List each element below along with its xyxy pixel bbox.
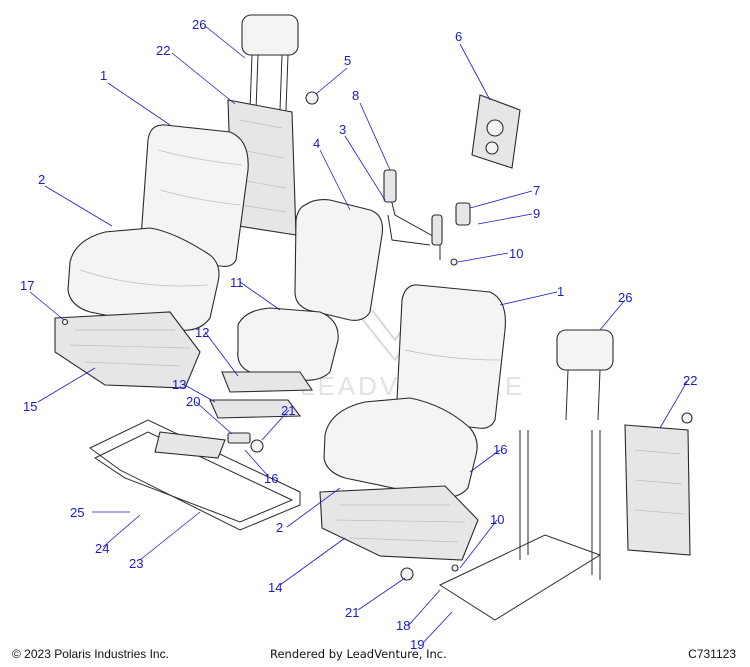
callout-5: 5 [344,53,351,68]
callout-17: 17 [20,278,34,293]
seat-bottom-center [237,307,339,381]
leader-lines [29,25,689,644]
seat-pan-left [54,311,201,389]
seat-back-upper [140,124,249,267]
callout-1-lower: 1 [557,284,564,299]
mount-bracket [227,432,251,444]
seat-slides [209,371,314,419]
callout-12: 12 [195,325,209,340]
callout-16-center: 16 [264,471,278,486]
callout-19: 19 [410,637,424,652]
headrest-lower [556,329,614,421]
callout-22-lower: 22 [683,373,697,388]
seat-cushion-upper [67,227,220,331]
copyright-notice: © 2023 Polaris Industries Inc. [12,647,169,661]
callout-25: 25 [70,505,84,520]
side-bracket [455,202,471,226]
rendered-by-credit: Rendered by LeadVenture, Inc. [270,647,447,661]
callout-21-center: 21 [281,403,295,418]
callout-10-lower: 10 [490,512,504,527]
callout-21-lower: 21 [345,605,359,620]
callout-labels: 1 2 4 3 8 5 6 7 9 10 11 12 13 15 17 20 2… [20,17,697,652]
diagram-code: C731123 [688,647,736,661]
callout-23: 23 [129,556,143,571]
callout-10: 10 [509,246,523,261]
callout-16-right: 16 [493,442,507,457]
callout-26-lower: 26 [618,290,632,305]
callout-15: 15 [23,399,37,414]
callout-7: 7 [533,183,540,198]
seat-belt-buckle [471,94,521,169]
seat-back-lower [396,284,506,429]
seat-back-center [294,199,384,321]
callout-3: 3 [339,122,346,137]
seat-riser-frame [89,419,301,531]
headrest-upper [241,14,299,111]
bracket [383,169,443,260]
hardware [61,91,693,581]
callout-22-upper: 22 [156,43,170,58]
callout-2-lower: 2 [276,520,283,535]
callout-20: 20 [186,394,200,409]
callout-24: 24 [95,541,109,556]
callout-1: 1 [100,68,107,83]
callout-14: 14 [268,580,282,595]
callout-8: 8 [352,88,359,103]
callout-2: 2 [38,172,45,187]
callout-26-upper: 26 [192,17,206,32]
callout-6: 6 [455,29,462,44]
callout-13: 13 [172,377,186,392]
callout-9: 9 [533,206,540,221]
callout-4: 4 [313,136,320,151]
seat-pan-right [319,485,479,561]
seat-cushion-lower [323,397,478,499]
backrest-panel-lower [624,424,691,556]
seat-riser-frame-right [438,430,602,621]
callout-11: 11 [230,275,244,290]
callout-18: 18 [396,618,410,633]
